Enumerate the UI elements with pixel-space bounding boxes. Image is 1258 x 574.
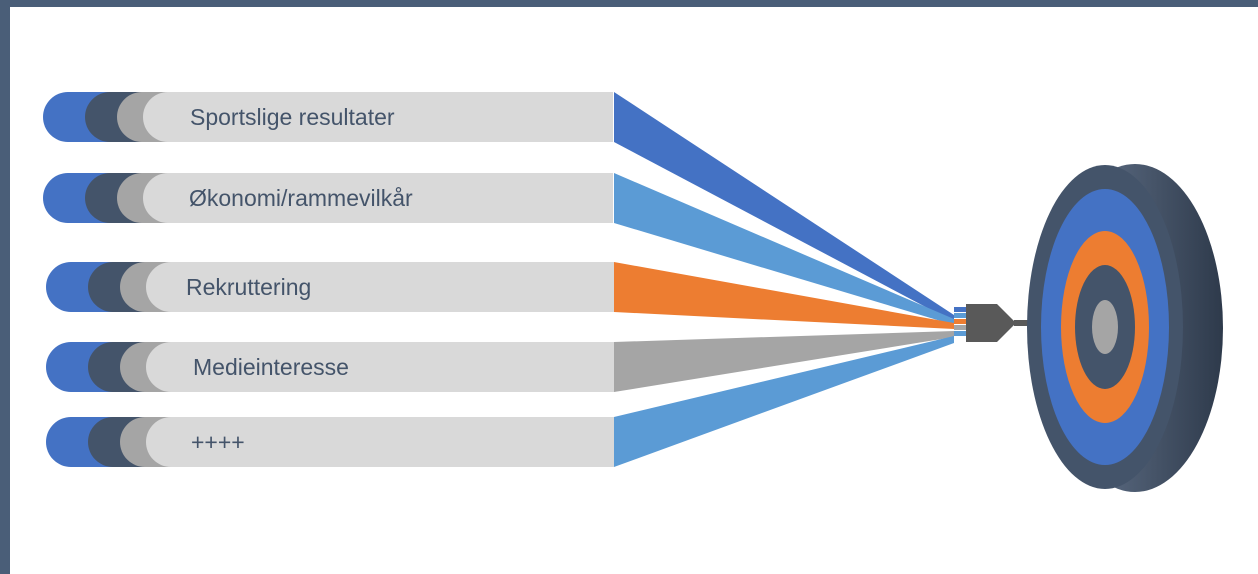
target-icon — [1027, 164, 1223, 492]
item-bar — [143, 92, 613, 142]
beam-3 — [614, 262, 954, 329]
beam-2 — [614, 173, 954, 325]
beam-4 — [614, 331, 954, 392]
beam-5 — [614, 336, 954, 467]
beam-1 — [614, 92, 954, 322]
item-label: Rekruttering — [186, 274, 312, 300]
diagram-graphics — [614, 92, 1223, 492]
item-label: Sportslige resultater — [190, 104, 395, 130]
item-bar — [146, 262, 614, 312]
slide-canvas: Sportslige resultater Økonomi/rammevilkå… — [10, 7, 1258, 574]
item-label: ++++ — [191, 429, 245, 455]
item-label: Økonomi/rammevilkår — [189, 185, 413, 211]
item-bar — [143, 173, 613, 223]
item-bar — [146, 342, 614, 392]
item-label: Medieinteresse — [193, 354, 349, 380]
item-bar — [146, 417, 614, 467]
